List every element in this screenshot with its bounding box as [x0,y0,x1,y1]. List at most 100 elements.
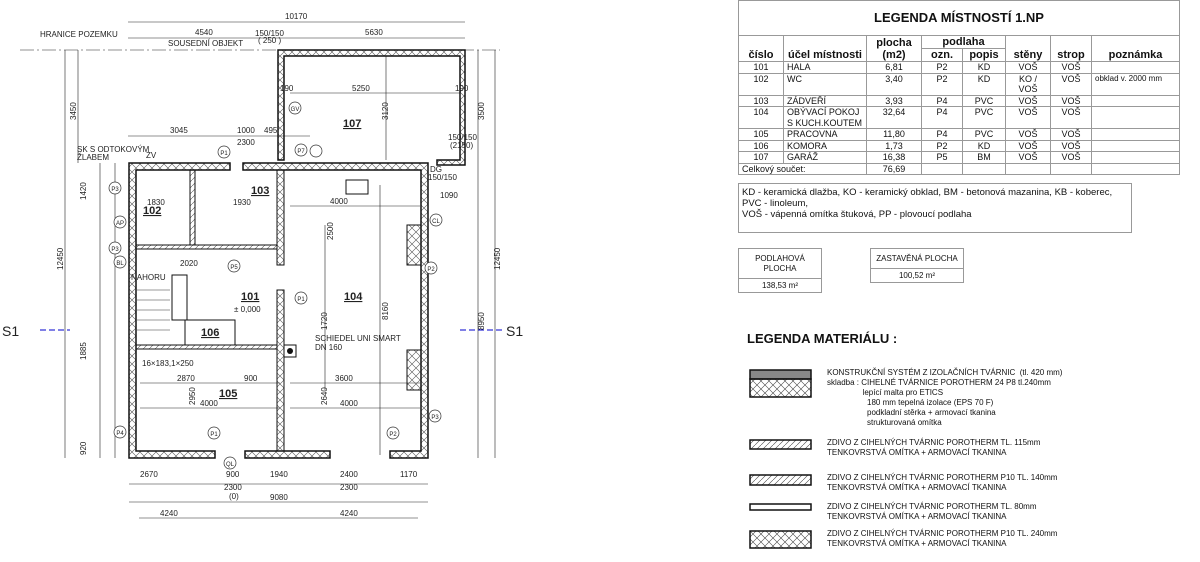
cell-steny: VOŠ [1005,128,1051,141]
col-cislo: číslo [738,35,784,62]
chimney-icon [283,344,297,358]
col-strop: strop [1050,35,1092,62]
svg-text:SCHIEDEL UNI SMART: SCHIEDEL UNI SMART [315,334,401,343]
materials-title: LEGENDA MATERIÁLU : [747,331,898,346]
svg-text:150/150: 150/150 [255,29,284,38]
svg-text:QL: QL [226,462,235,468]
svg-text:103: 103 [251,185,269,197]
material-text: lepící malta pro ETICS [827,388,944,397]
cell-cislo: 104 [738,106,784,129]
svg-text:920: 920 [79,441,88,455]
svg-text:P3: P3 [111,187,119,193]
svg-text:3600: 3600 [335,374,353,383]
cell-ucel: WC [783,72,867,96]
cell-plocha: 16,38 [866,151,922,164]
svg-text:9080: 9080 [270,493,288,502]
svg-text:3500: 3500 [477,102,486,120]
cell-popis: BM [962,151,1006,164]
svg-text:900: 900 [226,470,240,479]
svg-text:P2: P2 [427,267,435,273]
plan-labels: HRANICE POZEMKU SOUSEDNÍ OBJEKT 150/150(… [2,12,523,518]
svg-text:105: 105 [219,388,237,400]
cell-poznamka [1091,106,1180,129]
svg-text:3120: 3120 [381,102,390,120]
svg-text:4540: 4540 [195,28,213,37]
svg-text:2020: 2020 [180,259,198,268]
svg-text:5250: 5250 [352,84,370,93]
svg-text:P3: P3 [431,415,439,421]
floor-area-label: PODLAHOVÁ PLOCHA [739,249,821,279]
material-text: 180 mm tepelná izolace (EPS 70 F) [827,398,994,407]
svg-text:AP: AP [116,221,124,227]
material-text: ZDIVO Z CIHELNÝCH TVÁRNIC POROTHERM TL. … [827,502,1037,511]
svg-text:107: 107 [343,118,361,130]
walls [128,49,466,459]
svg-text:2300: 2300 [237,138,255,147]
svg-text:2640: 2640 [320,387,329,405]
col-podlaha: podlaha [921,35,1006,49]
svg-text:8950: 8950 [477,312,486,330]
cell-ozn: P4 [921,128,963,141]
svg-text:P3: P3 [111,247,119,253]
svg-text:(2150): (2150) [450,141,473,150]
svg-text:(0): (0) [229,492,239,501]
built-area-value: 100,52 m² [898,271,936,280]
svg-text:1000: 1000 [237,126,255,135]
svg-text:12450: 12450 [56,247,65,270]
svg-text:4240: 4240 [160,509,178,518]
cell-plocha: 1,73 [866,139,922,152]
svg-text:P4: P4 [116,431,124,437]
svg-text:104: 104 [344,291,363,303]
cell-ozn: P4 [921,94,963,107]
svg-text:2300: 2300 [340,483,358,492]
cell-ucel: KOMORA [783,139,867,152]
svg-text:1720: 1720 [320,312,329,330]
svg-text:ŽLABEM: ŽLABEM [77,153,109,162]
svg-text:900: 900 [244,374,258,383]
cell-steny: VOŠ [1005,106,1051,129]
cell-cislo: 103 [738,94,784,107]
material-text: TENKOVRSTVÁ OMÍTKA + ARMOVACÍ TKANINA [827,512,1007,521]
cell-ucel: PRACOVNA [783,128,867,141]
svg-text:HRANICE POZEMKU: HRANICE POZEMKU [40,30,118,39]
floor-area-box: PODLAHOVÁ PLOCHA 138,53 m² [738,248,822,293]
svg-text:1170: 1170 [400,470,418,479]
material-text: ZDIVO Z CIHELNÝCH TVÁRNIC POROTHERM P10 … [827,473,1058,482]
dimension-lines [20,21,500,519]
svg-text:2300: 2300 [224,483,242,492]
svg-text:1090: 1090 [440,191,458,200]
cell-popis: KD [962,61,1006,74]
svg-text:± 0,000: ± 0,000 [234,305,261,314]
cell-steny: VOŠ [1005,94,1051,107]
svg-text:P1: P1 [297,297,305,303]
built-area-box: ZASTAVĚNÁ PLOCHA 100,52 m² [870,248,964,283]
cell-strop: VOŠ [1050,128,1092,141]
svg-text:101: 101 [241,291,259,303]
col-steny: stěny [1005,35,1051,62]
cell-cislo: 102 [738,72,784,96]
svg-text:10170: 10170 [285,12,308,21]
svg-text:DN 160: DN 160 [315,343,343,352]
svg-text:106: 106 [201,327,219,339]
col-poznamka: poznámka [1091,35,1180,62]
floor-plan: HRANICE POZEMKU SOUSEDNÍ OBJEKT 150/150(… [2,12,523,519]
stairs [137,289,170,331]
abbreviations-box: KD - keramická dlažba, KO - keramický ob… [738,183,1132,233]
cell-ucel: HALA [783,61,867,74]
svg-text:16×183,1×250: 16×183,1×250 [142,359,194,368]
cell-cislo: 106 [738,139,784,152]
room-legend-title: LEGENDA MÍSTNOSTÍ 1.NP [738,0,1180,36]
col-plocha: plocha (m2) [866,35,922,62]
cell-popis: PVC [962,106,1006,129]
cell-poznamka [1091,128,1180,141]
svg-text:3045: 3045 [170,126,188,135]
cell-strop: VOŠ [1050,61,1092,74]
svg-text:2400: 2400 [340,470,358,479]
svg-text:3450: 3450 [69,102,78,120]
cell-strop: VOŠ [1050,94,1092,107]
svg-text:190: 190 [280,84,294,93]
